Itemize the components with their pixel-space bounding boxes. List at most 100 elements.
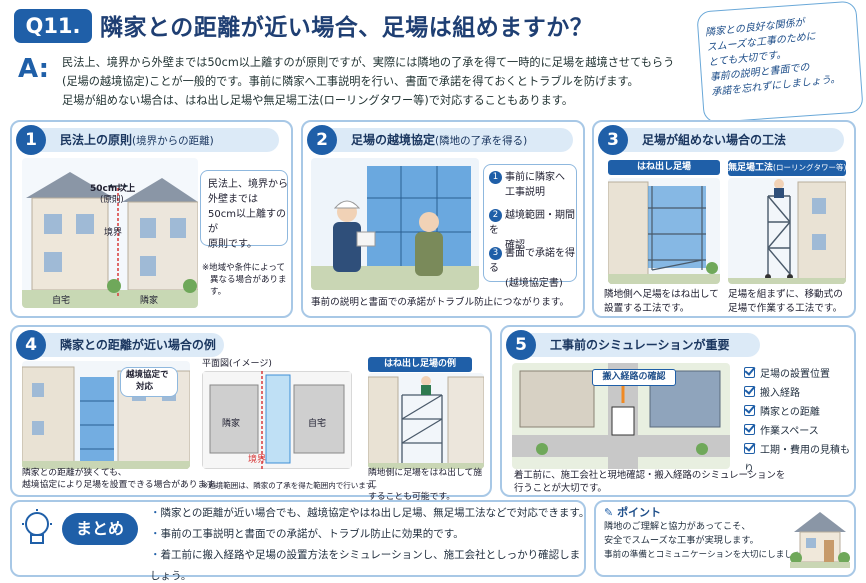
answer-line: 民法上、境界から外壁までは50cm以上離すのが原則ですが、実際には隣地の了承を得… xyxy=(62,56,675,69)
point-line: 安全でスムーズな工事が実現します。 xyxy=(604,535,759,546)
panel-number: 5 xyxy=(506,330,536,360)
principle-line: 外壁までは xyxy=(208,194,258,205)
summary-list: 隣家との距離が近い場合でも、越境協定やはね出し足場、無足場工法などで対応できます… xyxy=(150,503,590,583)
panel-simulation: 工事前のシミュレーションが重要 5 搬入経路の確認 足場の設置位置 搬入経路 隣… xyxy=(500,325,856,497)
panel-close-neighbor-example: 隣家との距離が近い場合の例 4 越境協定で 対応 平面図(イメージ) 隣家 自宅… xyxy=(10,325,492,502)
check-label: 隣家との距離 xyxy=(760,407,820,418)
point-text: 隣地のご理解と協力があってこそ、 安全でスムーズな工事が実現します。 事前の準備… xyxy=(604,520,818,562)
principle-text-box xyxy=(200,170,288,246)
house-icon xyxy=(790,512,850,568)
scaffold-mesh xyxy=(80,377,114,461)
callout-line: 対応 xyxy=(136,382,154,392)
step-number: 3 xyxy=(489,247,502,260)
check-label: 搬入経路 xyxy=(760,388,800,399)
point-title-text: ポイント xyxy=(617,506,662,519)
rolling-tower xyxy=(767,195,791,275)
plan-view-illustration xyxy=(202,371,352,469)
step-number: 1 xyxy=(489,171,502,184)
step-text: 越境範囲・期間を xyxy=(489,210,575,236)
principle-text: 民法上、境界から 外壁までは 50cm以上離すのが 原則です。 xyxy=(208,177,290,252)
lightbulb-icon xyxy=(22,509,52,544)
panel-number: 1 xyxy=(16,125,46,155)
note-line: ※地域や条件によって xyxy=(202,263,285,273)
plan-own-label: 自宅 xyxy=(308,419,327,429)
check-label: 工期・費用の見積もり xyxy=(744,445,850,475)
dimension-sub-label: (原則) xyxy=(100,195,124,205)
step-text: 工事説明 xyxy=(505,187,545,198)
close-scaffold-illustration xyxy=(22,361,190,469)
note-line: 異なる場合があります。 xyxy=(210,275,287,297)
caption-line: 隣地側に足場をはね出して施工 xyxy=(368,468,483,490)
check-item: 搬入経路 xyxy=(744,384,854,403)
tag-text: 無足場工法 xyxy=(728,163,774,173)
question-badge: Q11. xyxy=(14,9,92,43)
panel-number: 4 xyxy=(16,330,46,360)
check-icon xyxy=(744,405,755,416)
panel-heading: 民法上の原則(境界からの距離) xyxy=(24,128,279,152)
truck xyxy=(611,406,635,436)
summary-item: 隣家との距離が近い場合でも、越境協定やはね出し足場、無足場工法などで対応できます… xyxy=(150,503,590,524)
summary-item: 着工前に搬入経路や足場の設置方法をシミュレーションし、施工会社としっかり確認しま… xyxy=(150,545,590,583)
left-house-wall xyxy=(31,197,109,291)
simulation-caption: 着工前に、施工会社と現地確認・搬入経路のシミュレーションを 行うことが大切です。 xyxy=(514,469,785,495)
tag-sub: (ローリングタワー等) xyxy=(773,163,847,172)
advice-note-text: 隣家との良好な関係が スムーズな工事のために とても大切です。 事前の説明と書面… xyxy=(704,11,856,101)
rolling-tower-caption: 足場を組まずに、移動式の 足場で作業する工法です。 xyxy=(728,288,843,316)
left-house-roof xyxy=(26,172,114,198)
step-text: (越境協定書) xyxy=(505,278,563,289)
cantilever-example-illustration xyxy=(368,373,484,469)
check-item: 隣家との距離 xyxy=(744,403,854,422)
region-note: ※地域や条件によって 異なる場合があります。 xyxy=(202,262,294,298)
tag-cantilever-example: はね出し足場の例 xyxy=(368,357,472,372)
worker-figure xyxy=(333,222,361,272)
plan-label: 平面図(イメージ) xyxy=(202,359,272,369)
panel-heading: 足場が組めない場合の工法 xyxy=(606,128,844,152)
answer-mark: A: xyxy=(18,54,50,84)
answer-line: (足場の越境協定)ことが一般的です。事前に隣家へ工事説明を行い、書面で承諾を得て… xyxy=(62,75,639,88)
panel-heading: 工事前のシミュレーションが重要 xyxy=(514,333,760,357)
scaffold-mesh xyxy=(648,186,706,268)
point-title: ✎ ポイント xyxy=(604,504,661,520)
panel-title: 工事前のシミュレーションが重要 xyxy=(550,338,730,352)
steps-box xyxy=(483,164,577,282)
right-house-roof xyxy=(122,178,198,202)
check-icon xyxy=(744,424,755,435)
dimension-label: 50cm以上 xyxy=(90,184,136,194)
step-text: 書面で承諾を得る xyxy=(489,248,575,274)
check-icon xyxy=(744,367,755,378)
tag-cantilever-scaffold: はね出し足場 xyxy=(608,160,720,175)
worker-figure xyxy=(421,385,431,395)
plan-own xyxy=(293,384,345,454)
panel-number: 2 xyxy=(307,125,337,155)
page-title: 隣家との距離が近い場合、足場は組めますか？ xyxy=(100,15,594,41)
example-caption-2: ※越境範囲は、隣家の了承を得た範囲内で行います。 xyxy=(202,481,381,490)
check-icon xyxy=(744,443,755,454)
step-text: 確認 xyxy=(505,240,525,251)
caption-line: 足場を組まずに、移動式の xyxy=(728,289,843,300)
simulation-checklist: 足場の設置位置 搬入経路 隣家との距離 作業スペース 工期・費用の見積もり xyxy=(744,365,854,479)
cantilever-scaffold-illustration xyxy=(608,178,720,284)
caption-line: 越境協定により足場を設置できる場合があります。 xyxy=(22,480,224,490)
answer-text: 民法上、境界から外壁までは50cm以上離すのが原則ですが、実際には隣地の了承を得… xyxy=(62,53,702,110)
right-house-wall xyxy=(127,201,198,291)
panel-title: 足場が組めない場合の工法 xyxy=(642,133,787,147)
agreement-illustration xyxy=(311,158,479,290)
check-label: 足場の設置位置 xyxy=(760,369,830,380)
check-item: 足場の設置位置 xyxy=(744,365,854,384)
route-check-label: 搬入経路の確認 xyxy=(592,369,676,386)
check-item: 作業スペース xyxy=(744,422,854,441)
caption-line: 着工前に、施工会社と現地確認・搬入経路のシミュレーションを xyxy=(514,470,786,481)
example-caption-3: 隣地側に足場をはね出して施工 することも可能です。 xyxy=(368,467,490,503)
boundary-illustration xyxy=(22,158,198,308)
panel-title: 民法上の原則 xyxy=(60,133,133,147)
plan-scaffold-area xyxy=(265,374,291,464)
panel-alternative-methods: 足場が組めない場合の工法 3 はね出し足場 無足場工法(ローリングタワー等) xyxy=(592,120,856,318)
answer-line: 足場が組めない場合は、はね出し足場や無足場工法(ローリングタワー等)で対応するこ… xyxy=(62,94,574,107)
principle-line: 原則です。 xyxy=(208,239,257,250)
step-text: 事前に隣家へ xyxy=(505,172,565,183)
neighbor-figure xyxy=(415,232,443,276)
principle-line: 民法上、境界から xyxy=(208,179,288,190)
check-label: 作業スペース xyxy=(760,426,819,437)
